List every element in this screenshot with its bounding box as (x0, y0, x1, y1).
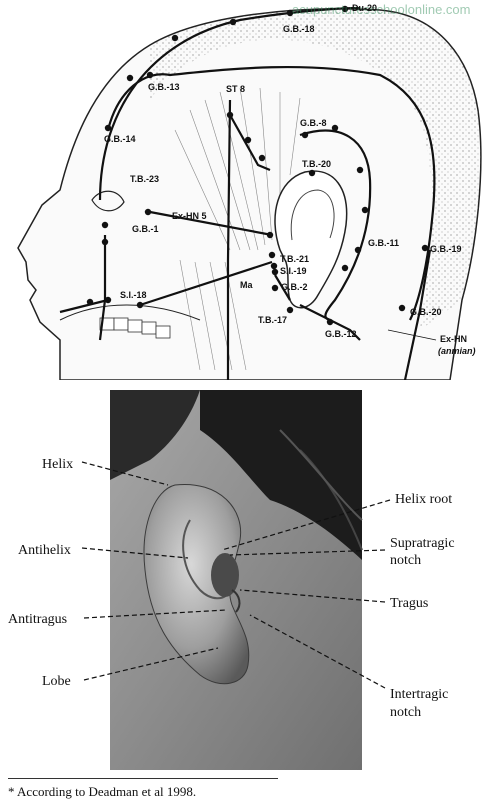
watermark: acupuncturesschoolonline.com (292, 2, 471, 17)
label-gb13: G.B.-13 (148, 82, 180, 92)
label-anmian: (anmian) (438, 346, 476, 356)
label-lobe: Lobe (42, 674, 71, 689)
label-gb19: G.B.-19 (430, 244, 462, 254)
label-gb8: G.B.-8 (300, 118, 327, 128)
label-exhn: Ex-HN (440, 334, 467, 344)
label-gb11: G.B.-11 (368, 238, 399, 248)
label-supratragic-2: notch (390, 553, 421, 568)
mouth (59, 304, 201, 321)
footnote: * According to Deadman et al 1998. (8, 784, 197, 799)
ear-anatomy-figure: Helix Antihelix Antitragus Lobe Helix ro… (8, 390, 455, 770)
label-gb2: G.B.-2 (281, 282, 308, 292)
label-helix-root: Helix root (395, 492, 452, 507)
label-helix: Helix (42, 457, 73, 472)
meridian-lines (59, 6, 436, 380)
footnote-rule (8, 778, 278, 779)
label-tb17: T.B.-17 (258, 315, 287, 325)
label-exhn5: Ex-HN 5 (172, 211, 207, 221)
exhn-leader (387, 329, 437, 341)
teeth (99, 317, 171, 339)
label-tb23: T.B.-23 (130, 174, 159, 184)
label-gb1: G.B.-1 (132, 224, 159, 234)
label-supratragic-1: Supratragic (390, 536, 455, 551)
head-acupoint-diagram: acupuncturesschoolonline.com Du-20 G.B.-… (17, 2, 482, 380)
label-gb20: G.B.-20 (410, 307, 442, 317)
label-gb18: G.B.-18 (283, 24, 315, 34)
ear-photo (110, 390, 363, 770)
label-tragus: Tragus (390, 596, 428, 611)
label-gb14: G.B.-14 (104, 134, 136, 144)
label-si19: S.I.-19 (280, 266, 307, 276)
label-tb20: T.B.-20 (302, 159, 331, 169)
label-st8: ST 8 (226, 84, 245, 94)
label-tb21: T.B.-21 (280, 254, 309, 264)
ear-leader-lines (81, 461, 391, 689)
label-gb12: G.B.-12 (325, 329, 357, 339)
label-du20: Du-20 (352, 3, 377, 13)
acupoint-dots (86, 5, 429, 326)
label-intertragic-2: notch (390, 705, 421, 720)
label-antitragus: Antitragus (8, 612, 67, 627)
label-ma: Ma (240, 280, 253, 290)
label-intertragic-1: Intertragic (390, 687, 448, 702)
label-si18: S.I.-18 (120, 290, 147, 300)
label-antihelix: Antihelix (18, 543, 71, 558)
